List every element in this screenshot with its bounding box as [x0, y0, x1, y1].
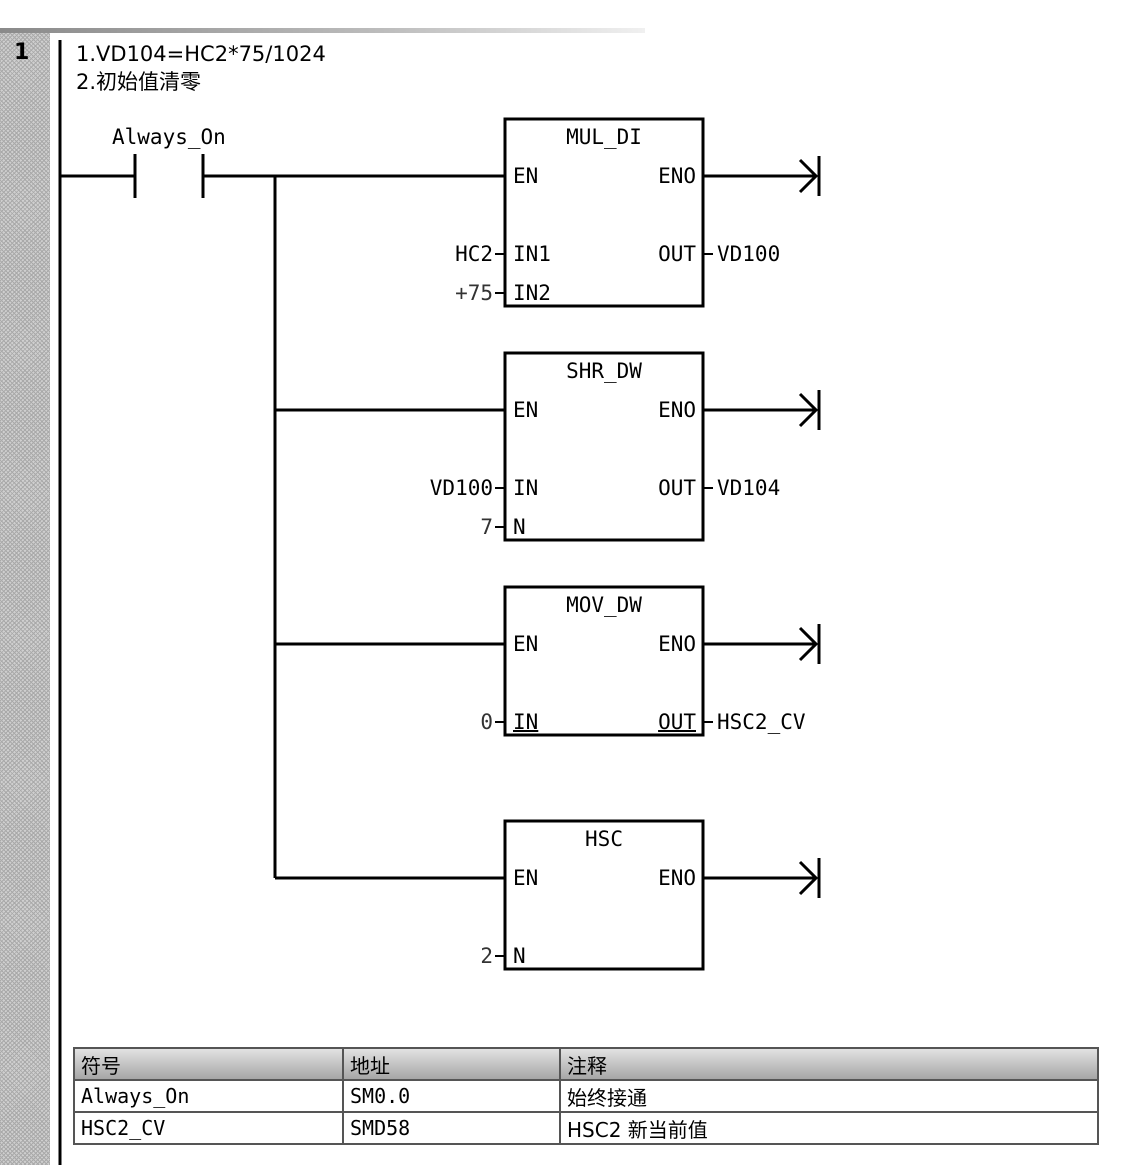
mov-dw-in-value[interactable]: 0	[480, 710, 493, 734]
shr-dw-eno-pin: ENO	[658, 398, 696, 422]
mov-dw-in-pin: IN	[513, 710, 539, 734]
hsc-title[interactable]: HSC	[585, 827, 623, 851]
comment-cell[interactable]: 始终接通	[559, 1079, 1099, 1113]
symbol-cell[interactable]: HSC2_CV	[73, 1111, 344, 1145]
hsc-box	[503, 819, 705, 971]
address-header[interactable]: 地址	[342, 1047, 561, 1081]
hsc-eno-arrow	[798, 860, 819, 896]
mov-dw-box	[503, 585, 705, 737]
mov-dw-eno-arrow	[798, 626, 819, 662]
mov-dw-title[interactable]: MOV_DW	[566, 593, 642, 617]
shr-dw-in-pin: IN	[513, 476, 539, 500]
symbol-table: 符号 地址 注释 Always_On SM0.0 始终接通 HSC2_CV SM…	[73, 1047, 1099, 1145]
hsc-eno-pin: ENO	[658, 866, 696, 890]
symbol-table-header: 符号 地址 注释	[73, 1047, 1099, 1081]
address-cell[interactable]: SMD58	[342, 1111, 561, 1145]
network-comment-line-2: 2.初始值清零	[76, 70, 202, 94]
symbol-cell[interactable]: Always_On	[73, 1079, 344, 1113]
shr-dw-en-pin: EN	[513, 398, 539, 422]
mul-di-eno-arrow	[798, 158, 819, 194]
mov-dw-eno-pin: ENO	[658, 632, 696, 656]
mul-di-in1-value[interactable]: HC2	[455, 242, 493, 266]
shr-dw-box	[503, 351, 705, 542]
mul-di-in2-value[interactable]: +75	[455, 281, 493, 305]
mov-dw-out-value[interactable]: HSC2_CV	[717, 710, 806, 734]
hsc-n-value[interactable]: 2	[480, 944, 493, 968]
mov-dw-en-pin: EN	[513, 632, 539, 656]
shr-dw-in-value[interactable]: VD100	[429, 476, 493, 500]
symbol-header[interactable]: 符号	[73, 1047, 344, 1081]
mul-di-in1-pin: IN1	[513, 242, 551, 266]
contact-label[interactable]: Always_On	[112, 125, 226, 149]
network-comment-line-1: 1.VD104=HC2*75/1024	[76, 42, 326, 66]
mul-di-in2-pin: IN2	[513, 281, 551, 305]
mul-di-en-pin: EN	[513, 164, 539, 188]
table-row[interactable]: Always_On SM0.0 始终接通	[73, 1079, 1099, 1113]
mul-di-title[interactable]: MUL_DI	[566, 125, 642, 149]
shr-dw-n-value[interactable]: 7	[480, 515, 493, 539]
network-number: 1	[14, 40, 30, 65]
shr-dw-out-value[interactable]: VD104	[717, 476, 781, 500]
mul-di-box	[503, 117, 705, 308]
comment-header[interactable]: 注释	[559, 1047, 1099, 1081]
shr-dw-title[interactable]: SHR_DW	[566, 359, 642, 383]
shr-dw-eno-arrow	[798, 392, 819, 428]
mov-dw-out-pin: OUT	[658, 710, 696, 734]
address-cell[interactable]: SM0.0	[342, 1079, 561, 1113]
network-comment[interactable]: 1.VD104=HC2*75/1024 2.初始值清零	[76, 40, 326, 96]
mul-di-out-pin: OUT	[658, 242, 696, 266]
table-row[interactable]: HSC2_CV SMD58 HSC2 新当前值	[73, 1111, 1099, 1145]
mul-di-eno-pin: ENO	[658, 164, 696, 188]
shr-dw-out-pin: OUT	[658, 476, 696, 500]
hsc-en-pin: EN	[513, 866, 539, 890]
hsc-n-pin: N	[513, 944, 526, 968]
network-gutter	[0, 33, 50, 1165]
comment-cell[interactable]: HSC2 新当前值	[559, 1111, 1099, 1145]
mul-di-out-value[interactable]: VD100	[717, 242, 781, 266]
top-divider	[0, 28, 645, 33]
shr-dw-n-pin: N	[513, 515, 526, 539]
